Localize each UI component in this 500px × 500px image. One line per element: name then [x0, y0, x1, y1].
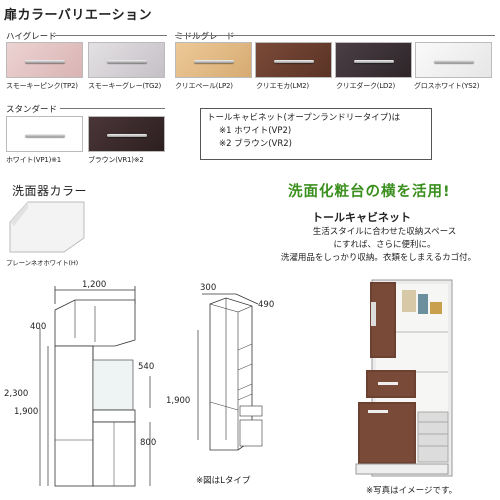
- promo-line-2: にすれば、さらに便利に。: [333, 240, 436, 250]
- handle-icon: [434, 60, 474, 63]
- basin-swatch: [9, 201, 85, 253]
- standard-bracket: [60, 108, 165, 109]
- basin-swatch-label: プレーンネオホワイト(H): [6, 259, 78, 267]
- tall-cabinet-photo: [355, 279, 453, 477]
- swatch-white: [6, 116, 83, 152]
- dim-300: 300: [200, 283, 217, 293]
- door-color-title: 扉カラーバリエーション: [4, 8, 153, 23]
- middle-grade-bracket: [175, 35, 495, 36]
- swatch-label-crie-dark: クリエダーク(LD2): [336, 82, 396, 90]
- note-line-1: トールキャビネット(オープンランドリータイプ)は: [207, 113, 401, 123]
- promo-headline: 洗面化粧台の横を活用!: [288, 184, 451, 200]
- promo-desc: 生活スタイルに合わせた収納スペース にすれば、さらに便利に。 洗濯用品をしっかり…: [272, 226, 497, 265]
- dim-540: 540: [138, 362, 155, 372]
- note-line-3: ※2 ブラウン(VR2): [219, 139, 292, 149]
- handle-icon: [194, 60, 234, 63]
- dim-490: 490: [258, 300, 275, 310]
- promo-line-1: 生活スタイルに合わせた収納スペース: [312, 227, 457, 237]
- dim-1900-b: 1,900: [166, 396, 191, 406]
- high-grade-bracket: [55, 35, 167, 36]
- swatch-smoky-gray: [88, 42, 165, 78]
- swatch-brown: [88, 116, 165, 152]
- photo-note: ※写真はイメージです。: [366, 486, 458, 496]
- promo-subtitle: トールキャビネット: [312, 211, 411, 224]
- handle-icon: [107, 134, 147, 137]
- dim-800: 800: [140, 438, 157, 448]
- swatch-gloss-white: [415, 42, 492, 78]
- swatch-crie-dark: [335, 42, 412, 78]
- high-grade-label: ハイグレード: [6, 32, 57, 42]
- swatch-label-brown: ブラウン(VR1)※2: [88, 156, 144, 164]
- handle-icon: [25, 60, 65, 63]
- handle-icon: [107, 60, 147, 63]
- swatch-label-smoky-pink: スモーキーピンク(TP2): [6, 82, 78, 90]
- note-line-2: ※1 ホワイト(VP2): [219, 126, 292, 136]
- promo-line-3: 洗濯用品をしっかり収納。衣類をしまえるカゴ付。: [280, 253, 477, 263]
- middle-grade-label: ミドルグレード: [175, 32, 235, 42]
- handle-icon: [274, 60, 314, 63]
- swatch-smoky-pink: [6, 42, 83, 78]
- dim-1900-a: 1,900: [14, 407, 39, 417]
- dim-2300: 2,300: [4, 389, 29, 399]
- vanity-drawing: [39, 286, 151, 487]
- swatch-label-white: ホワイト(VP1)※1: [6, 156, 62, 164]
- swatch-crie-mocha: [255, 42, 332, 78]
- dim-400: 400: [30, 322, 47, 332]
- handle-icon: [25, 134, 65, 137]
- tall-cabinet-drawing: [197, 293, 263, 451]
- swatch-label-gloss-white: グロスホワイト(YS2): [414, 82, 480, 90]
- door-color-note: トールキャビネット(オープンランドリータイプ)は ※1 ホワイト(VP2) ※2…: [200, 108, 432, 160]
- swatch-label-crie-mocha: クリエモカ(LM2): [256, 82, 309, 90]
- drawing-note: ※図はLタイプ: [196, 476, 251, 486]
- handle-icon: [354, 60, 394, 63]
- swatch-crie-pale: [175, 42, 252, 78]
- dim-width-1200: 1,200: [82, 280, 107, 290]
- swatch-label-smoky-gray: スモーキーグレー(TG2): [88, 82, 162, 90]
- basin-color-title: 洗面器カラー: [12, 184, 88, 198]
- standard-label: スタンダード: [6, 105, 58, 115]
- swatch-label-crie-pale: クリエペール(LP2): [175, 82, 233, 90]
